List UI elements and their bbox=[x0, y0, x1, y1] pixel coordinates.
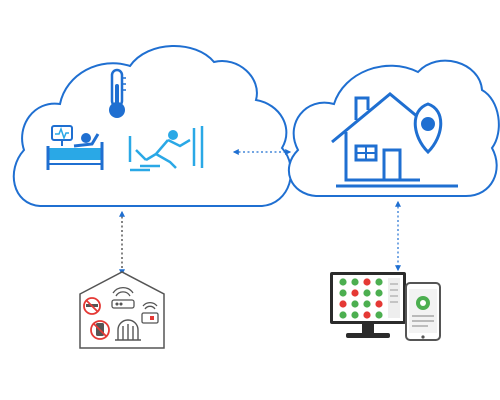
hospital-bed-patient-icon bbox=[46, 125, 104, 170]
home-sensors bbox=[79, 271, 165, 349]
thermometer-icon bbox=[109, 68, 126, 118]
smartphone-icon bbox=[405, 282, 441, 341]
fall-detection-icon bbox=[128, 126, 204, 172]
no-smoking-sign-icon bbox=[83, 297, 101, 315]
devices bbox=[330, 272, 441, 341]
monitor-screen-grid bbox=[339, 278, 400, 319]
heater-icon bbox=[115, 319, 141, 341]
left-cloud-outline bbox=[12, 45, 292, 207]
router-icon bbox=[111, 287, 135, 309]
left-cloud bbox=[12, 45, 292, 207]
home-location-icon bbox=[331, 92, 458, 188]
no-phone-sign-icon bbox=[90, 320, 110, 340]
connectors bbox=[119, 149, 401, 276]
right-cloud-outline bbox=[287, 59, 500, 197]
right-cloud bbox=[287, 59, 500, 197]
wifi-sensor-icon bbox=[141, 302, 159, 324]
desktop-monitor-icon bbox=[330, 272, 406, 338]
